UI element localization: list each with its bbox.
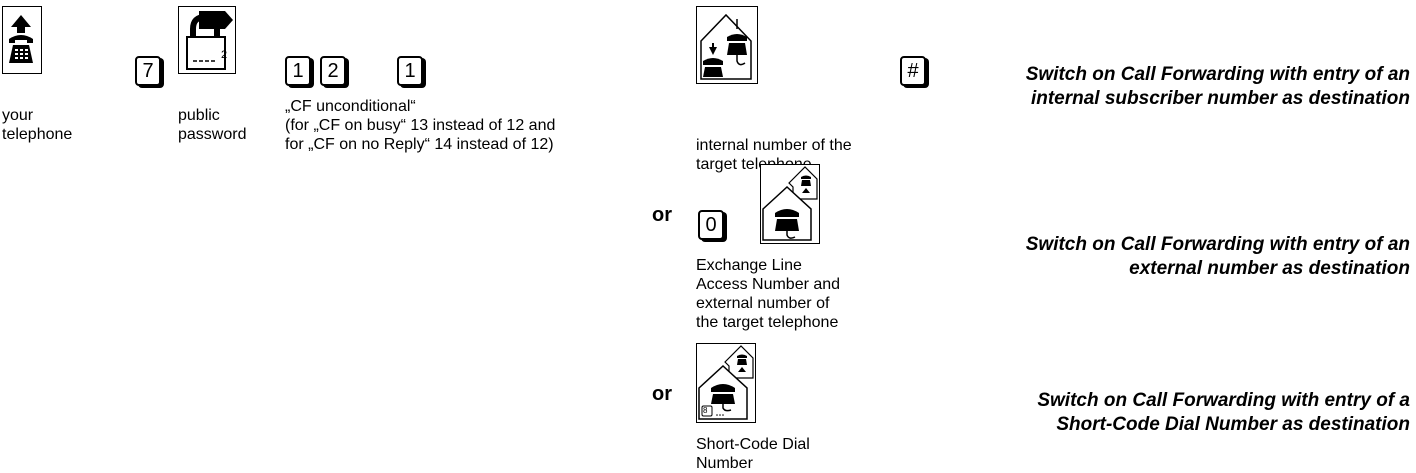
key-1: 1 bbox=[285, 56, 311, 86]
lift-handset-icon bbox=[2, 6, 42, 74]
key-2: 2 bbox=[320, 56, 346, 86]
description-short-code-forwarding: Switch on Call Forwarding with entry of … bbox=[1037, 390, 1410, 435]
key-hash: # bbox=[900, 56, 926, 86]
short-code-house-icon bbox=[696, 343, 756, 423]
or-label-2: or bbox=[652, 383, 672, 405]
key-7: 7 bbox=[135, 56, 161, 86]
your-telephone-label: your telephone bbox=[2, 107, 73, 143]
short-code-key-digit: 8 bbox=[703, 406, 708, 415]
key-1-second: 1 bbox=[397, 56, 423, 86]
internal-number-house-icon bbox=[696, 6, 758, 84]
short-code-caption: Short-Code Dial Number bbox=[696, 436, 810, 472]
description-external-forwarding: Switch on Call Forwarding with entry of … bbox=[1025, 234, 1410, 279]
public-password-label: public password bbox=[178, 107, 247, 143]
cf-unconditional-caption: „CF unconditional“ (for „CF on busy“ 13 … bbox=[285, 98, 556, 153]
or-label-1: or bbox=[652, 204, 672, 226]
description-internal-forwarding: Switch on Call Forwarding with entry of … bbox=[1025, 64, 1410, 109]
external-number-house-icon bbox=[760, 164, 820, 244]
external-number-caption: Exchange Line Access Number and external… bbox=[696, 257, 841, 331]
key-0: 0 bbox=[698, 210, 724, 240]
password-digit: 2 bbox=[221, 49, 228, 61]
password-padlock-icon bbox=[178, 6, 236, 74]
